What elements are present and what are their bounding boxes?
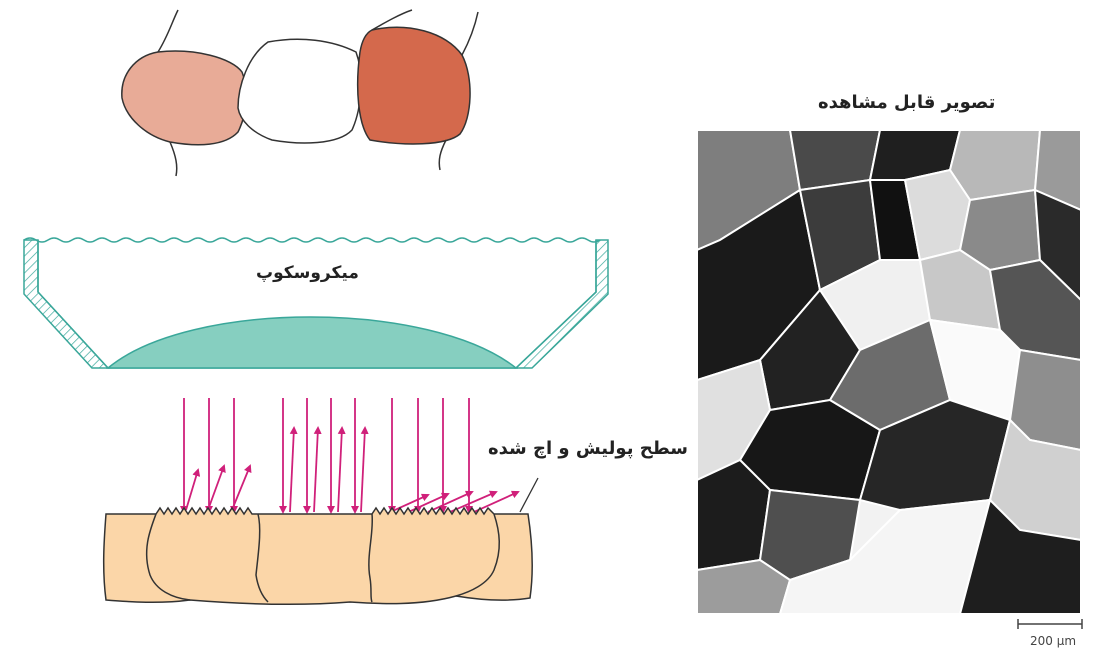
microscope-label: میکروسکوپ	[256, 263, 359, 283]
surface-pointer-line	[520, 478, 538, 512]
specimen	[104, 478, 538, 604]
reflected-ray	[314, 428, 318, 512]
reflected-ray	[290, 428, 294, 512]
visible-micrograph	[697, 130, 1082, 629]
reflected-ray	[338, 428, 342, 512]
scale-bar-label: 200 µm	[1030, 634, 1076, 648]
objective-top-edge	[24, 238, 600, 242]
objective-left-wall	[24, 240, 108, 368]
reflected-ray	[186, 470, 198, 510]
visible-image-label: تصویر قابل مشاهده	[818, 92, 995, 113]
reflected-ray	[208, 466, 224, 510]
reflected-ray	[361, 428, 365, 512]
grain-white	[238, 39, 361, 143]
grain-light	[122, 51, 247, 145]
objective-right-wall	[516, 240, 608, 368]
objective-lens	[108, 317, 516, 368]
light-rays	[184, 398, 518, 514]
grain-diagram	[122, 10, 478, 176]
microscope-objective	[24, 238, 608, 368]
polished-surface-label: سطح پولیش و اچ شده	[488, 438, 688, 459]
grain-dark	[358, 27, 470, 144]
specimen-body	[104, 508, 532, 604]
scale-bar	[1018, 619, 1082, 629]
